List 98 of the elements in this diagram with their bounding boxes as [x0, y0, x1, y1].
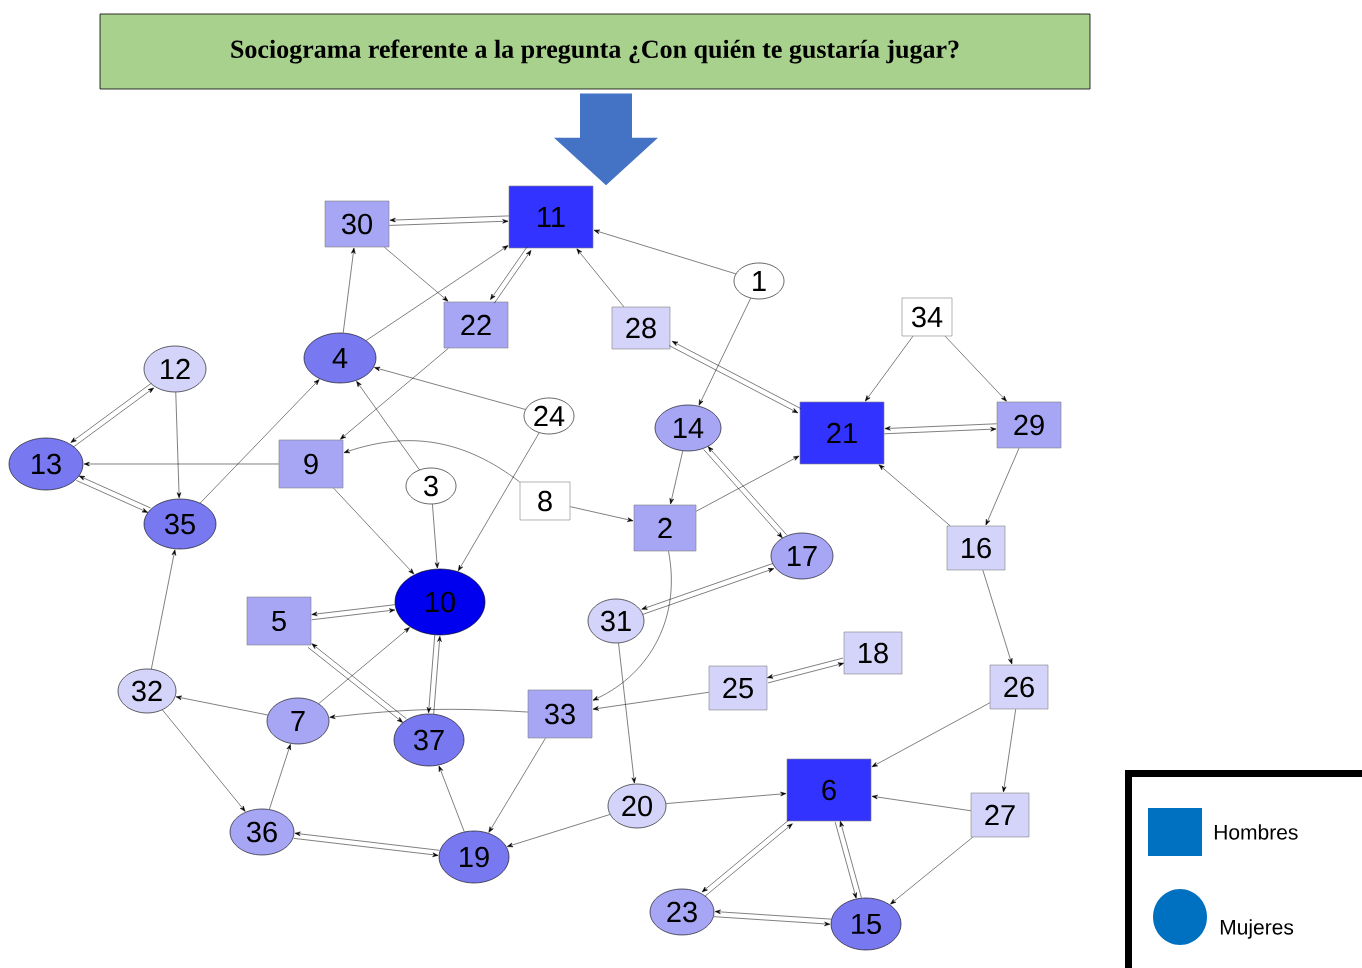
arrow	[294, 831, 440, 851]
arrow	[162, 709, 246, 812]
square-node: 11	[508, 185, 594, 249]
arrow	[985, 448, 1020, 526]
arrow	[576, 248, 624, 307]
square-node: 28	[611, 306, 671, 350]
circle-node: 20	[607, 783, 667, 829]
circle-node: 35	[143, 498, 217, 550]
arrow	[713, 916, 831, 927]
arrow	[175, 695, 268, 716]
arrow	[426, 634, 435, 714]
arrow	[865, 336, 914, 402]
arrow	[884, 427, 997, 435]
arrow	[384, 247, 449, 302]
circle-node: 31	[587, 598, 645, 644]
arrow	[570, 506, 634, 522]
square-node: 9	[278, 439, 344, 489]
circle-node: 1	[733, 262, 785, 300]
arrow	[834, 821, 857, 899]
arrow	[696, 455, 800, 512]
arrow	[767, 657, 844, 679]
arrow	[342, 247, 356, 334]
arrow	[669, 450, 683, 505]
square-node: 5	[246, 596, 312, 646]
square-node: 6	[786, 758, 872, 822]
arrow	[293, 838, 439, 857]
arrow	[698, 298, 751, 406]
arrow	[329, 709, 528, 719]
circle-node: 24	[523, 397, 575, 435]
arrow	[200, 379, 320, 504]
circle-node: 15	[830, 897, 902, 951]
block-arrow	[554, 93, 658, 186]
arrow	[488, 738, 546, 833]
circle-node: 12	[143, 345, 207, 393]
arrow	[83, 461, 279, 467]
arrow	[433, 635, 442, 715]
arrow	[592, 692, 709, 711]
arrow	[374, 366, 526, 410]
square-node: 22	[443, 301, 509, 349]
legend-label: Mujeres	[1220, 919, 1294, 939]
arrow	[878, 464, 951, 526]
arrow	[665, 791, 787, 804]
arrow	[356, 381, 420, 470]
arrow	[945, 336, 1007, 402]
arrow	[458, 432, 540, 571]
arrow	[269, 744, 291, 810]
arrow	[618, 642, 636, 784]
arrow	[432, 504, 440, 569]
arrow	[340, 348, 449, 440]
circle-node: 17	[770, 532, 834, 580]
square-node: 29	[996, 401, 1062, 449]
legend-label: Hombres	[1214, 824, 1298, 840]
arrow	[1002, 709, 1016, 793]
square-node: 26	[989, 664, 1049, 710]
square-node: 2	[633, 504, 697, 552]
circle-node: 36	[229, 808, 295, 856]
square-node: 34	[901, 297, 953, 337]
arrow	[593, 229, 736, 275]
circle-node: 4	[303, 332, 377, 384]
circle-node: 19	[438, 830, 510, 884]
square-node: 27	[970, 792, 1030, 838]
circle-node: 7	[266, 697, 330, 745]
square-node: 16	[946, 525, 1006, 571]
circle-node: 3	[405, 467, 457, 505]
arrow	[343, 440, 520, 483]
circle-node: 37	[393, 713, 465, 767]
arrow	[871, 794, 971, 811]
arrow	[365, 245, 509, 341]
square-node: 18	[843, 631, 903, 675]
circle-node: 13	[8, 437, 84, 491]
arrow	[890, 837, 973, 905]
arrow	[318, 627, 410, 704]
arrow	[714, 909, 832, 920]
square-node: 21	[799, 401, 885, 465]
arrow	[767, 662, 844, 684]
title-box: Sociograma referente a la pregunta ¿Con quién te gustaría jugar?	[99, 13, 1091, 90]
square-node: 30	[324, 200, 390, 248]
square-node: 8	[519, 481, 571, 521]
arrow	[311, 604, 396, 617]
arrow	[884, 423, 997, 431]
arrow	[175, 392, 182, 499]
square-node: 33	[527, 689, 593, 739]
arrow	[389, 215, 509, 223]
arrow	[333, 488, 415, 575]
circle-node: 10	[394, 568, 486, 636]
arrow	[151, 549, 176, 670]
arrow	[592, 551, 672, 701]
circle-node: 32	[117, 668, 177, 714]
circle-node: 23	[649, 888, 715, 936]
arrow	[871, 702, 990, 767]
arrow	[389, 219, 509, 226]
arrow	[982, 570, 1013, 665]
square-node: 25	[708, 665, 768, 711]
circle-node: 14	[654, 404, 722, 452]
arrow	[438, 765, 465, 832]
arrow	[311, 608, 396, 620]
arrow	[839, 821, 862, 898]
arrow	[507, 814, 611, 848]
